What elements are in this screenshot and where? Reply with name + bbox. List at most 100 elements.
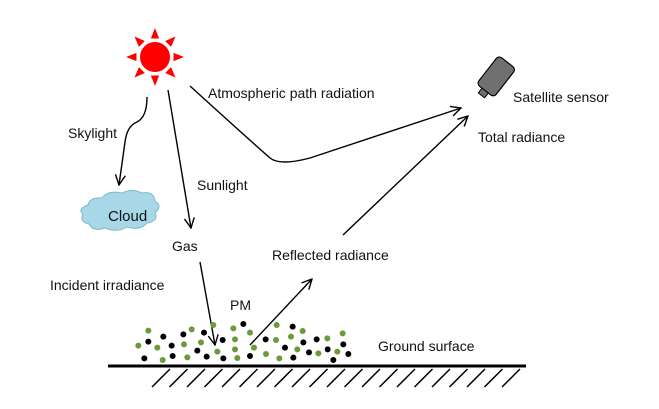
hatch-line (343, 368, 364, 388)
hatch-line (273, 368, 294, 388)
pm-particle-black (141, 355, 148, 362)
hatch-line (238, 368, 259, 388)
label-sunlight: Sunlight (197, 177, 248, 193)
pm-particle-green (159, 357, 166, 363)
skylight-arrow (119, 96, 148, 185)
hatch-line (396, 368, 416, 388)
hatch-line (291, 368, 311, 388)
label-total: Total radiance (478, 129, 565, 145)
pm-particles (135, 321, 352, 363)
sun-ray (165, 67, 176, 78)
sun-ray (134, 67, 145, 78)
pm-particle-green (273, 322, 280, 328)
label-reflected: Reflected radiance (272, 247, 389, 263)
atmospheric-path-arrow (189, 85, 461, 163)
incident-irradiance-arrow (199, 261, 215, 345)
satellite-sensor-icon (477, 56, 515, 99)
pm-particle-black (290, 354, 297, 361)
pm-particle-black (306, 349, 312, 356)
pm-particle-green (181, 341, 187, 348)
hatch-line (203, 368, 224, 388)
hatch-line (168, 368, 189, 388)
label-incident: Incident irradiance (50, 277, 165, 293)
label-cloud: Cloud (108, 208, 147, 225)
pm-particle-black (324, 346, 331, 353)
reflected-radiance-arrow (249, 279, 312, 346)
pm-particle-green (263, 351, 269, 357)
pm-particle-green (230, 325, 237, 332)
hatch-line (361, 368, 381, 388)
pm-particle-green (188, 326, 195, 333)
hatch-line (501, 368, 521, 388)
pm-particle-green (334, 348, 341, 355)
label-gas: Gas (172, 238, 198, 254)
pm-particle-green (315, 350, 322, 357)
hatch-line (151, 368, 171, 388)
pm-particle-green (294, 346, 301, 353)
pm-particle-black (201, 329, 207, 336)
pm-particle-green (184, 354, 191, 361)
pm-particle-black (219, 337, 226, 343)
pm-particle-black (203, 353, 210, 360)
pm-particle-green (198, 339, 204, 346)
hatch-line (326, 368, 346, 388)
label-satellite: Satellite sensor (513, 89, 609, 105)
pm-particle-black (330, 357, 337, 363)
pm-particle-black (240, 321, 247, 327)
pm-particle-black (145, 338, 152, 345)
cloud-shape (80, 190, 160, 231)
pm-particle-green (251, 344, 257, 351)
pm-particle-green (247, 329, 253, 336)
hatch-line (431, 368, 451, 388)
pm-particle-black (282, 344, 288, 351)
pm-particle-green (273, 337, 279, 343)
pm-particle-green (288, 333, 294, 340)
label-atmospheric: Atmospheric path radiation (208, 85, 375, 101)
pm-particle-green (324, 335, 331, 342)
pm-particle-black (220, 355, 227, 362)
pm-particle-black (262, 336, 269, 343)
sun-icon (126, 28, 184, 86)
pm-particle-black (169, 353, 176, 359)
ground-hatching (151, 368, 521, 388)
hatch-line (221, 368, 241, 388)
pm-particle-black (340, 341, 347, 348)
pm-particle-black (160, 333, 167, 340)
hatch-line (448, 368, 469, 388)
pm-particle-green (232, 336, 238, 343)
pm-particle-black (194, 347, 201, 354)
pm-particle-green (154, 344, 161, 351)
pm-particle-green (210, 322, 217, 328)
pm-particle-black (247, 353, 253, 359)
sun-ray (134, 36, 145, 47)
pm-particle-green (339, 330, 346, 337)
hatch-line (256, 368, 276, 388)
pm-particle-green (276, 355, 283, 362)
pm-particle-green (234, 355, 241, 361)
hatch-line (378, 368, 399, 388)
sunlight-arrow (167, 89, 191, 228)
sun-ray (173, 52, 184, 62)
hatch-line (466, 368, 486, 388)
label-skylight: Skylight (68, 125, 117, 141)
pm-particle-black (289, 323, 296, 330)
pm-particle-green (135, 342, 142, 349)
hatch-line (186, 368, 206, 388)
pm-particle-black (168, 342, 175, 349)
sun-ray (126, 52, 137, 62)
pm-particle-black (180, 331, 187, 338)
pm-particle-black (313, 336, 320, 343)
label-ground: Ground surface (378, 338, 475, 354)
sun-ray (150, 28, 160, 39)
pm-particle-green (145, 327, 152, 334)
atmospheric-path-arrow-2 (342, 116, 468, 236)
sun-ray (165, 36, 176, 47)
pm-particle-black (300, 339, 307, 346)
pm-particle-black (345, 351, 352, 357)
pm-particle-green (214, 348, 221, 355)
pm-particle-green (232, 346, 238, 353)
label-pm: PM (230, 297, 251, 313)
hatch-line (308, 368, 329, 388)
sun-ray (150, 75, 160, 86)
